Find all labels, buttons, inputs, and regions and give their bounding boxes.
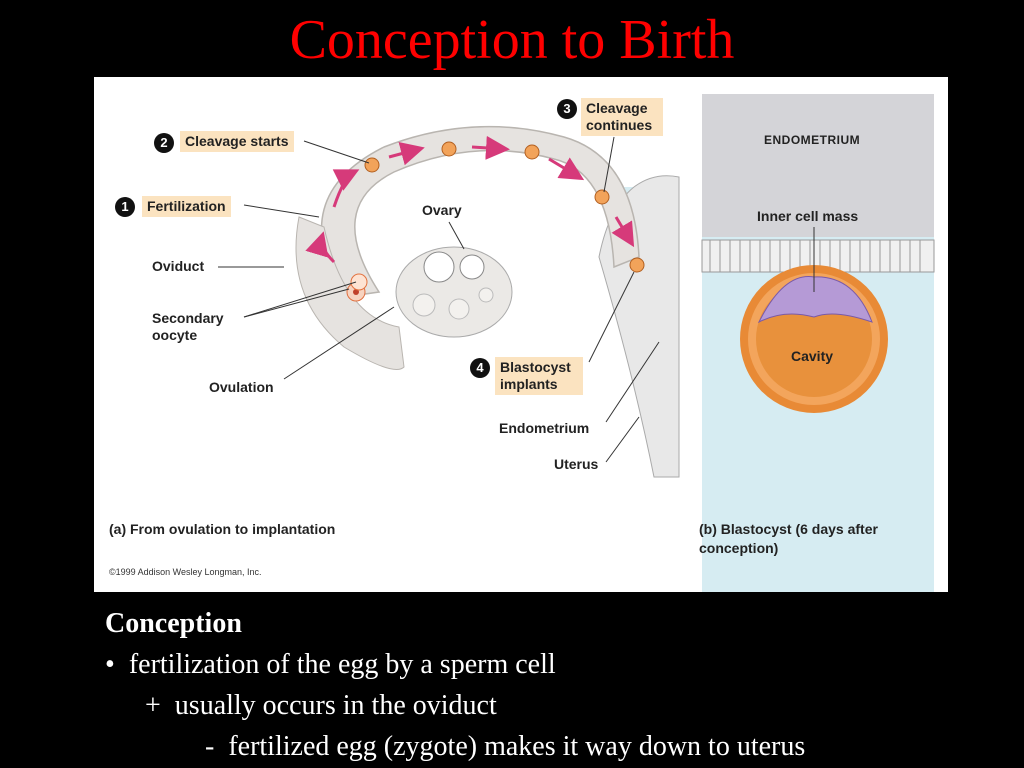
bullet-heading: Conception [105, 608, 242, 639]
endometrium-label: Endometrium [499, 420, 590, 436]
inner-cell-mass [757, 276, 873, 324]
reproductive-tract-illustration [218, 94, 935, 592]
endometrium-heading: ENDOMETRIUM [764, 133, 861, 147]
caption-a: (a) From ovulation to implantation [109, 521, 336, 537]
caption-b: (b) Blastocyst (6 days after conception) [699, 521, 878, 556]
step-4-badge: 4 [470, 358, 490, 378]
ovulation-label: Ovulation [209, 379, 274, 395]
oviduct-label: Oviduct [152, 258, 205, 274]
cleavage-continues-label: Cleavage continues [581, 98, 663, 136]
cleavage-starts-label: Cleavage starts [180, 131, 294, 152]
bullet-level-1: • fertilization of the egg by a sperm ce… [105, 644, 805, 685]
secondary-oocyte-label: Secondary oocyte [152, 310, 224, 343]
ovary [395, 246, 513, 338]
step-2-badge: 2 [154, 133, 174, 153]
step-1-badge: 1 [115, 197, 135, 217]
bullet-level-3-text: fertilized egg (zygote) makes it way dow… [228, 731, 806, 762]
uterus-label: Uterus [554, 456, 599, 472]
bullet-plus: + [145, 690, 175, 721]
bullet-level-2-text: usually occurs in the oviduct [174, 690, 497, 721]
copyright: ©1999 Addison Wesley Longman, Inc. [109, 567, 262, 577]
blastocyst-implants-label: Blastocyst implants [495, 357, 583, 395]
bullet-level-3: - fertilized egg (zygote) makes it way d… [105, 726, 805, 767]
bullet-level-1-text: fertilization of the egg by a sperm cell [128, 649, 556, 680]
cavity-label: Cavity [791, 348, 834, 364]
bullet-dash: - [205, 731, 229, 762]
step-3-badge: 3 [557, 99, 577, 119]
inner-cell-mass-label: Inner cell mass [757, 208, 859, 224]
slide-title: Conception to Birth [289, 9, 735, 71]
ovary-label: Ovary [422, 202, 462, 218]
bullet-text: Conception • fertilization of the egg by… [105, 603, 805, 767]
bullet-dot: • [105, 649, 129, 680]
bullet-level-2: + usually occurs in the oviduct [105, 685, 805, 726]
fertilization-label: Fertilization [142, 196, 231, 217]
conception-figure: 1 Fertilization 2 Cleavage starts 3 Clea… [94, 77, 948, 592]
